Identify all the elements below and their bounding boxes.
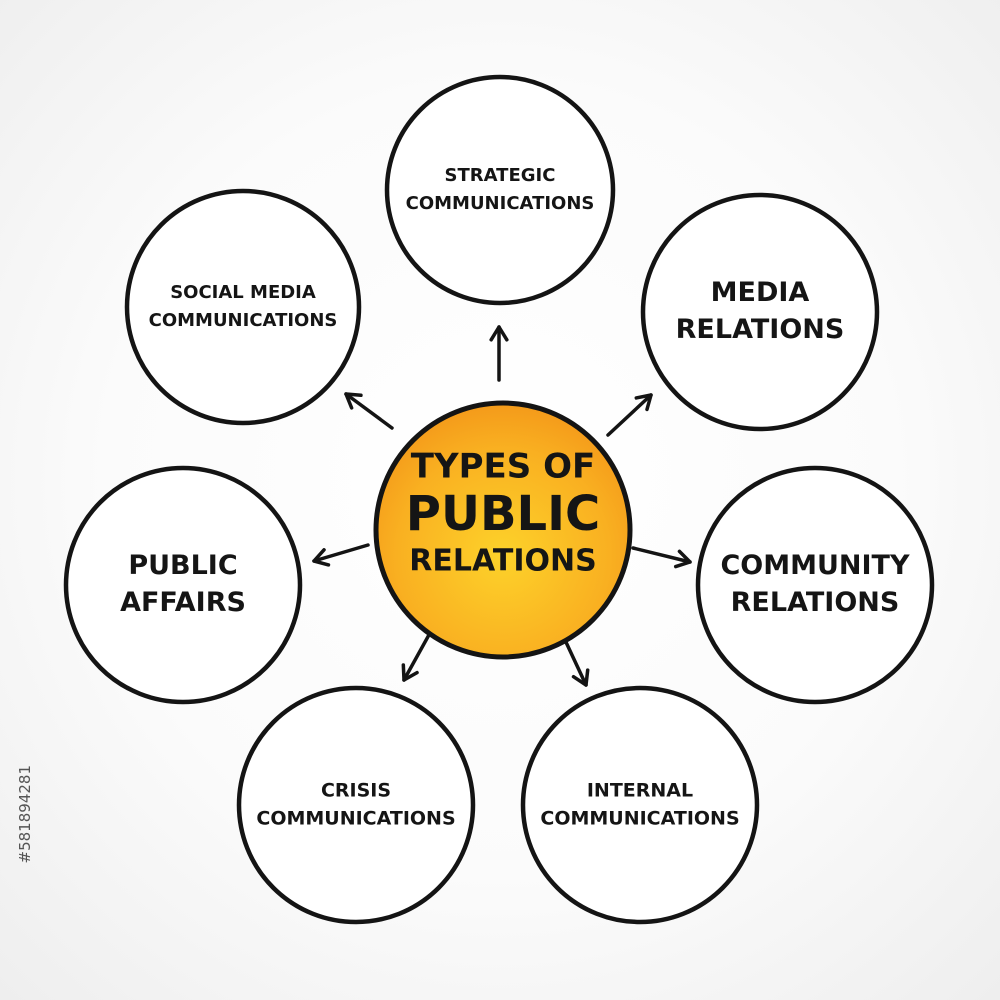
arrow-to-community-relations: [631, 546, 692, 569]
node-public-affairs: PUBLIC AFFAIRS: [63, 465, 303, 705]
center-title-line-2: PUBLIC: [406, 486, 600, 542]
center-node: TYPES OF PUBLIC RELATIONS: [373, 400, 633, 660]
arrow-head-icon: [489, 325, 509, 342]
node-strategic-communications: STRATEGIC COMMUNICATIONS: [384, 74, 616, 306]
node-internal-communications: INTERNAL COMMUNICATIONS: [520, 685, 760, 925]
public-affairs-label-line-2: AFFAIRS: [120, 587, 246, 618]
outer-nodes: STRATEGICCOMMUNICATIONSMEDIARELATIONSCOM…: [63, 74, 935, 925]
media-relations-label-line-2: RELATIONS: [676, 314, 845, 345]
media-relations-label-line-1: MEDIA: [711, 277, 810, 308]
arrow-shaft: [402, 631, 432, 682]
crisis-communications-circle: [236, 685, 476, 925]
arrow-head-icon: [571, 668, 590, 687]
arrow-head-icon: [634, 393, 653, 412]
community-relations-circle: [695, 465, 935, 705]
community-relations-label-line-1: COMMUNITY: [720, 550, 909, 581]
node-social-media-communications: SOCIAL MEDIA COMMUNICATIONS: [124, 188, 362, 426]
arrow-head-icon: [401, 663, 419, 682]
arrow-to-public-affairs: [312, 543, 370, 567]
arrow-shaft: [344, 392, 394, 430]
public-affairs-label-line-1: PUBLIC: [128, 550, 237, 581]
arrow-head-icon: [344, 392, 363, 410]
arrow-head-icon: [673, 549, 692, 569]
node-media-relations: MEDIA RELATIONS: [640, 192, 880, 432]
social-media-communications-label-line-1: SOCIAL MEDIA: [170, 282, 316, 303]
arrow-to-media-relations: [606, 393, 653, 437]
arrow-shaft: [606, 393, 653, 437]
arrow-head-icon: [312, 548, 331, 567]
community-relations-label-line-2: RELATIONS: [731, 587, 900, 618]
stock-id-watermark: #581894281: [16, 765, 34, 864]
social-media-communications-circle: [124, 188, 362, 426]
connector-arrows: [312, 325, 692, 687]
center-circle: [373, 400, 633, 660]
node-crisis-communications: CRISIS COMMUNICATIONS: [236, 685, 476, 925]
node-community-relations: COMMUNITY RELATIONS: [695, 465, 935, 705]
arrow-to-strategic-communications: [489, 325, 509, 382]
crisis-communications-label-line-2: COMMUNICATIONS: [256, 808, 455, 830]
center-title-line-3: RELATIONS: [409, 544, 596, 579]
center-title-line-1: TYPES OF: [411, 447, 595, 487]
strategic-communications-label-line-1: STRATEGIC: [445, 165, 556, 186]
internal-communications-label-line-2: COMMUNICATIONS: [540, 808, 739, 830]
public-affairs-circle: [63, 465, 303, 705]
arrow-to-crisis-communications: [401, 631, 432, 682]
arrow-shaft: [563, 638, 588, 687]
strategic-communications-circle: [384, 74, 616, 306]
arrow-shaft: [312, 543, 370, 563]
internal-communications-circle: [520, 685, 760, 925]
arrow-to-internal-communications: [563, 638, 590, 687]
arrow-shaft: [631, 546, 692, 564]
strategic-communications-label-line-2: COMMUNICATIONS: [406, 193, 595, 214]
internal-communications-label-line-1: INTERNAL: [587, 780, 693, 802]
social-media-communications-label-line-2: COMMUNICATIONS: [149, 310, 338, 331]
arrow-to-social-media-communications: [344, 392, 394, 430]
media-relations-circle: [640, 192, 880, 432]
crisis-communications-label-line-1: CRISIS: [321, 780, 391, 802]
